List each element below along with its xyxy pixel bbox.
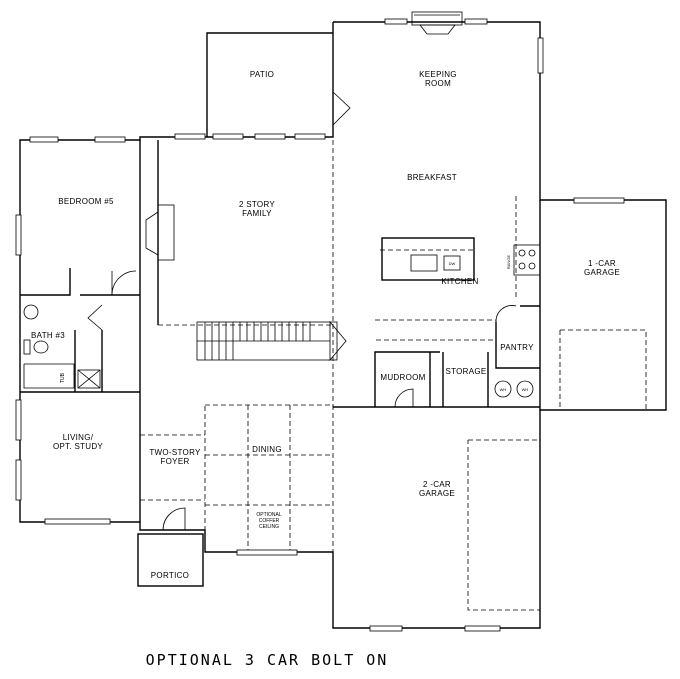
label-breakfast: BREAKFAST [407,173,457,182]
label-bath-3: BATH #3 [31,331,65,340]
exterior-walls [19,21,667,629]
fireplace-keeping-icon [411,11,463,35]
label-coffer-ceiling: CEILING [259,524,279,530]
label-dining: DINING [252,445,282,454]
label-foyer: TWO-STORY [149,448,201,457]
interior-walls [20,140,541,522]
windows [15,18,625,632]
label-two-car-garage: GARAGE [419,489,455,498]
label-dw: DW [449,261,456,266]
range-icon [513,244,541,276]
room-labels: PATIO KEEPING ROOM BREAKFAST BEDROOM #5 … [31,70,620,580]
label-family: 2 STORY [239,200,275,209]
label-coffer-ceiling: OPTIONAL [256,512,282,518]
label-mudroom: MUDROOM [380,373,425,382]
label-two-car-garage: 2 -CAR [423,480,451,489]
label-patio: PATIO [250,70,274,79]
label-foyer: FOYER [160,457,189,466]
label-keeping-room: KEEPING [419,70,457,79]
fireplace-family-icon [145,204,175,261]
label-one-car-garage: GARAGE [584,268,620,277]
label-tub: TUB [60,372,66,383]
dashed-outlines [140,140,647,611]
label-portico: PORTICO [151,571,189,580]
plan-caption: OPTIONAL 3 CAR BOLT ON [146,651,389,669]
bath-fixtures [23,304,49,355]
label-pantry: PANTRY [500,343,534,352]
label-storage: STORAGE [445,367,486,376]
staircase [196,320,347,362]
label-living: LIVING/ [63,433,94,442]
label-water-heater-2: WH [522,387,529,392]
doors [87,91,517,531]
label-one-car-garage: 1 -CAR [588,259,616,268]
label-range: RANGE [506,255,511,270]
label-bedroom-5: BEDROOM #5 [58,197,114,206]
label-living: OPT. STUDY [53,442,103,451]
label-kitchen: KITCHEN [441,277,478,286]
label-water-heater-1: WH [500,387,507,392]
water-heater-icon [494,380,534,398]
label-family: FAMILY [242,209,272,218]
kitchen-island [381,237,475,281]
label-keeping-room: ROOM [425,79,451,88]
label-coffer-ceiling: COFFER [259,518,280,524]
